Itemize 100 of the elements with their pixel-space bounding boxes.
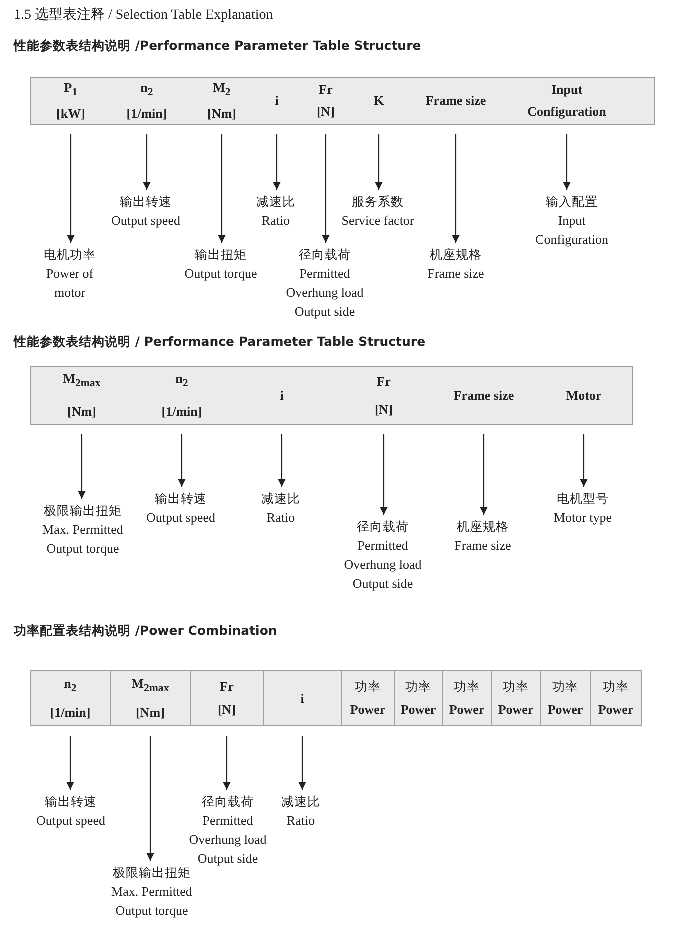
table-cell — [30, 670, 111, 726]
chinese-label: 减速比 — [260, 490, 302, 508]
chinese-label: 径向载荷 — [356, 518, 410, 536]
chinese-header: 功率 — [552, 678, 578, 696]
column-header: Power — [548, 701, 584, 719]
column-header: P$_{1}$ [kW] — [56, 78, 86, 124]
description-text: Ratio — [266, 509, 296, 527]
chinese-header: 功率 — [454, 678, 480, 696]
column-header: i — [280, 386, 284, 404]
chinese-header: 功率 — [406, 678, 432, 696]
arrow — [580, 434, 588, 487]
chinese-label: 电机功率 — [43, 246, 97, 264]
description-text: Max. Permitted Output torque — [110, 883, 194, 920]
arrow — [480, 434, 488, 515]
table-cell — [110, 670, 191, 726]
arrow — [67, 134, 75, 243]
column-header: Frame size — [426, 92, 486, 110]
column-header: Input Configuration — [528, 81, 606, 121]
chinese-label: 径向载荷 — [298, 246, 352, 264]
column-header: i — [275, 92, 279, 110]
description-text: Frame size — [426, 265, 486, 283]
arrow — [273, 134, 281, 190]
chinese-label: 极限输出扭矩 — [112, 864, 192, 882]
chinese-header: 功率 — [355, 678, 381, 696]
arrow — [298, 736, 306, 790]
table-cell — [394, 670, 443, 726]
description-text: Output speed — [36, 812, 106, 830]
column-header: Fr [N] — [218, 678, 236, 719]
table-header-band — [30, 366, 633, 425]
table-cell — [190, 670, 264, 726]
column-header: i — [300, 690, 304, 708]
chinese-label: 输出转速 — [154, 490, 208, 508]
table-cell — [540, 670, 591, 726]
column-header: n$_{2}$ [1/min] — [126, 78, 168, 124]
description-text: Output speed — [146, 509, 216, 527]
column-header: Power — [498, 701, 534, 719]
column-header: Fr [N] — [316, 81, 336, 121]
chinese-label: 输出扭矩 — [194, 246, 248, 264]
column-header: Motor — [566, 386, 602, 404]
chinese-label: 径向载荷 — [201, 793, 255, 811]
arrow — [218, 134, 226, 243]
description-text: Service factor — [340, 212, 416, 230]
arrow — [375, 134, 383, 190]
chinese-label: 机座规格 — [456, 518, 510, 536]
description-text: Output torque — [184, 265, 258, 283]
chinese-label: 输出转速 — [44, 793, 98, 811]
column-header: Power — [598, 701, 634, 719]
description-text: Frame size — [454, 537, 512, 555]
column-header: Fr [N] — [374, 372, 394, 418]
section-heading: 性能参数表结构说明 / Performance Parameter Table Structure — [14, 334, 426, 351]
arrow — [278, 434, 286, 487]
arrow — [223, 736, 231, 790]
description-text: Input Configuration — [534, 212, 610, 249]
column-header: n$_{2}$ [1/min] — [162, 370, 202, 421]
section-heading: 性能参数表结构说明 /Performance Parameter Table Structure — [14, 38, 422, 55]
description-text: Motor type — [552, 509, 614, 527]
column-header: Power — [449, 701, 485, 719]
chinese-header: 功率 — [603, 678, 629, 696]
table-cell — [263, 670, 342, 726]
page-title: 1.5 选型表注释 / Selection Table Explanation — [14, 6, 274, 24]
description-text: Permitted Overhung load Output side — [343, 537, 423, 593]
chinese-label: 输入配置 — [545, 193, 599, 211]
column-header: Power — [350, 701, 386, 719]
table-cell — [442, 670, 492, 726]
chinese-label: 极限输出扭矩 — [43, 502, 123, 520]
description-text: Power of motor — [45, 265, 95, 302]
column-header: K — [374, 92, 384, 110]
description-text: Ratio — [286, 812, 316, 830]
description-text: Permitted Overhung load Output side — [285, 265, 365, 321]
chinese-label: 输出转速 — [119, 193, 173, 211]
arrow — [143, 134, 151, 190]
table-cell — [590, 670, 642, 726]
column-header: M$_{2}$ [Nm] — [208, 78, 236, 124]
description-text: Ratio — [260, 212, 292, 230]
arrow — [563, 134, 571, 190]
description-text: Output speed — [110, 212, 182, 230]
column-header: M$_{2max}$ [Nm] — [132, 675, 170, 722]
column-header: Power — [400, 701, 436, 719]
arrow — [380, 434, 388, 515]
chinese-label: 电机型号 — [556, 490, 610, 508]
arrow — [66, 736, 74, 790]
arrow — [146, 736, 154, 861]
section-heading: 功率配置表结构说明 /Power Combination — [14, 623, 278, 640]
arrow — [322, 134, 330, 243]
chinese-label: 机座规格 — [429, 246, 483, 264]
table-cell — [341, 670, 395, 726]
arrow — [178, 434, 186, 487]
description-text: Max. Permitted Output torque — [42, 521, 124, 558]
column-header: Frame size — [454, 386, 514, 404]
chinese-label: 减速比 — [280, 793, 322, 811]
table-header-band — [30, 77, 655, 125]
description-text: Permitted Overhung load Output side — [188, 812, 268, 867]
table-cell — [491, 670, 541, 726]
chinese-header: 功率 — [503, 678, 529, 696]
chinese-label: 减速比 — [256, 193, 296, 211]
arrow — [78, 434, 86, 499]
column-header: n$_{2}$ [1/min] — [50, 675, 91, 722]
arrow — [452, 134, 460, 243]
column-header: M$_{2max}$ [Nm] — [63, 370, 101, 421]
chinese-label: 服务系数 — [351, 193, 405, 211]
